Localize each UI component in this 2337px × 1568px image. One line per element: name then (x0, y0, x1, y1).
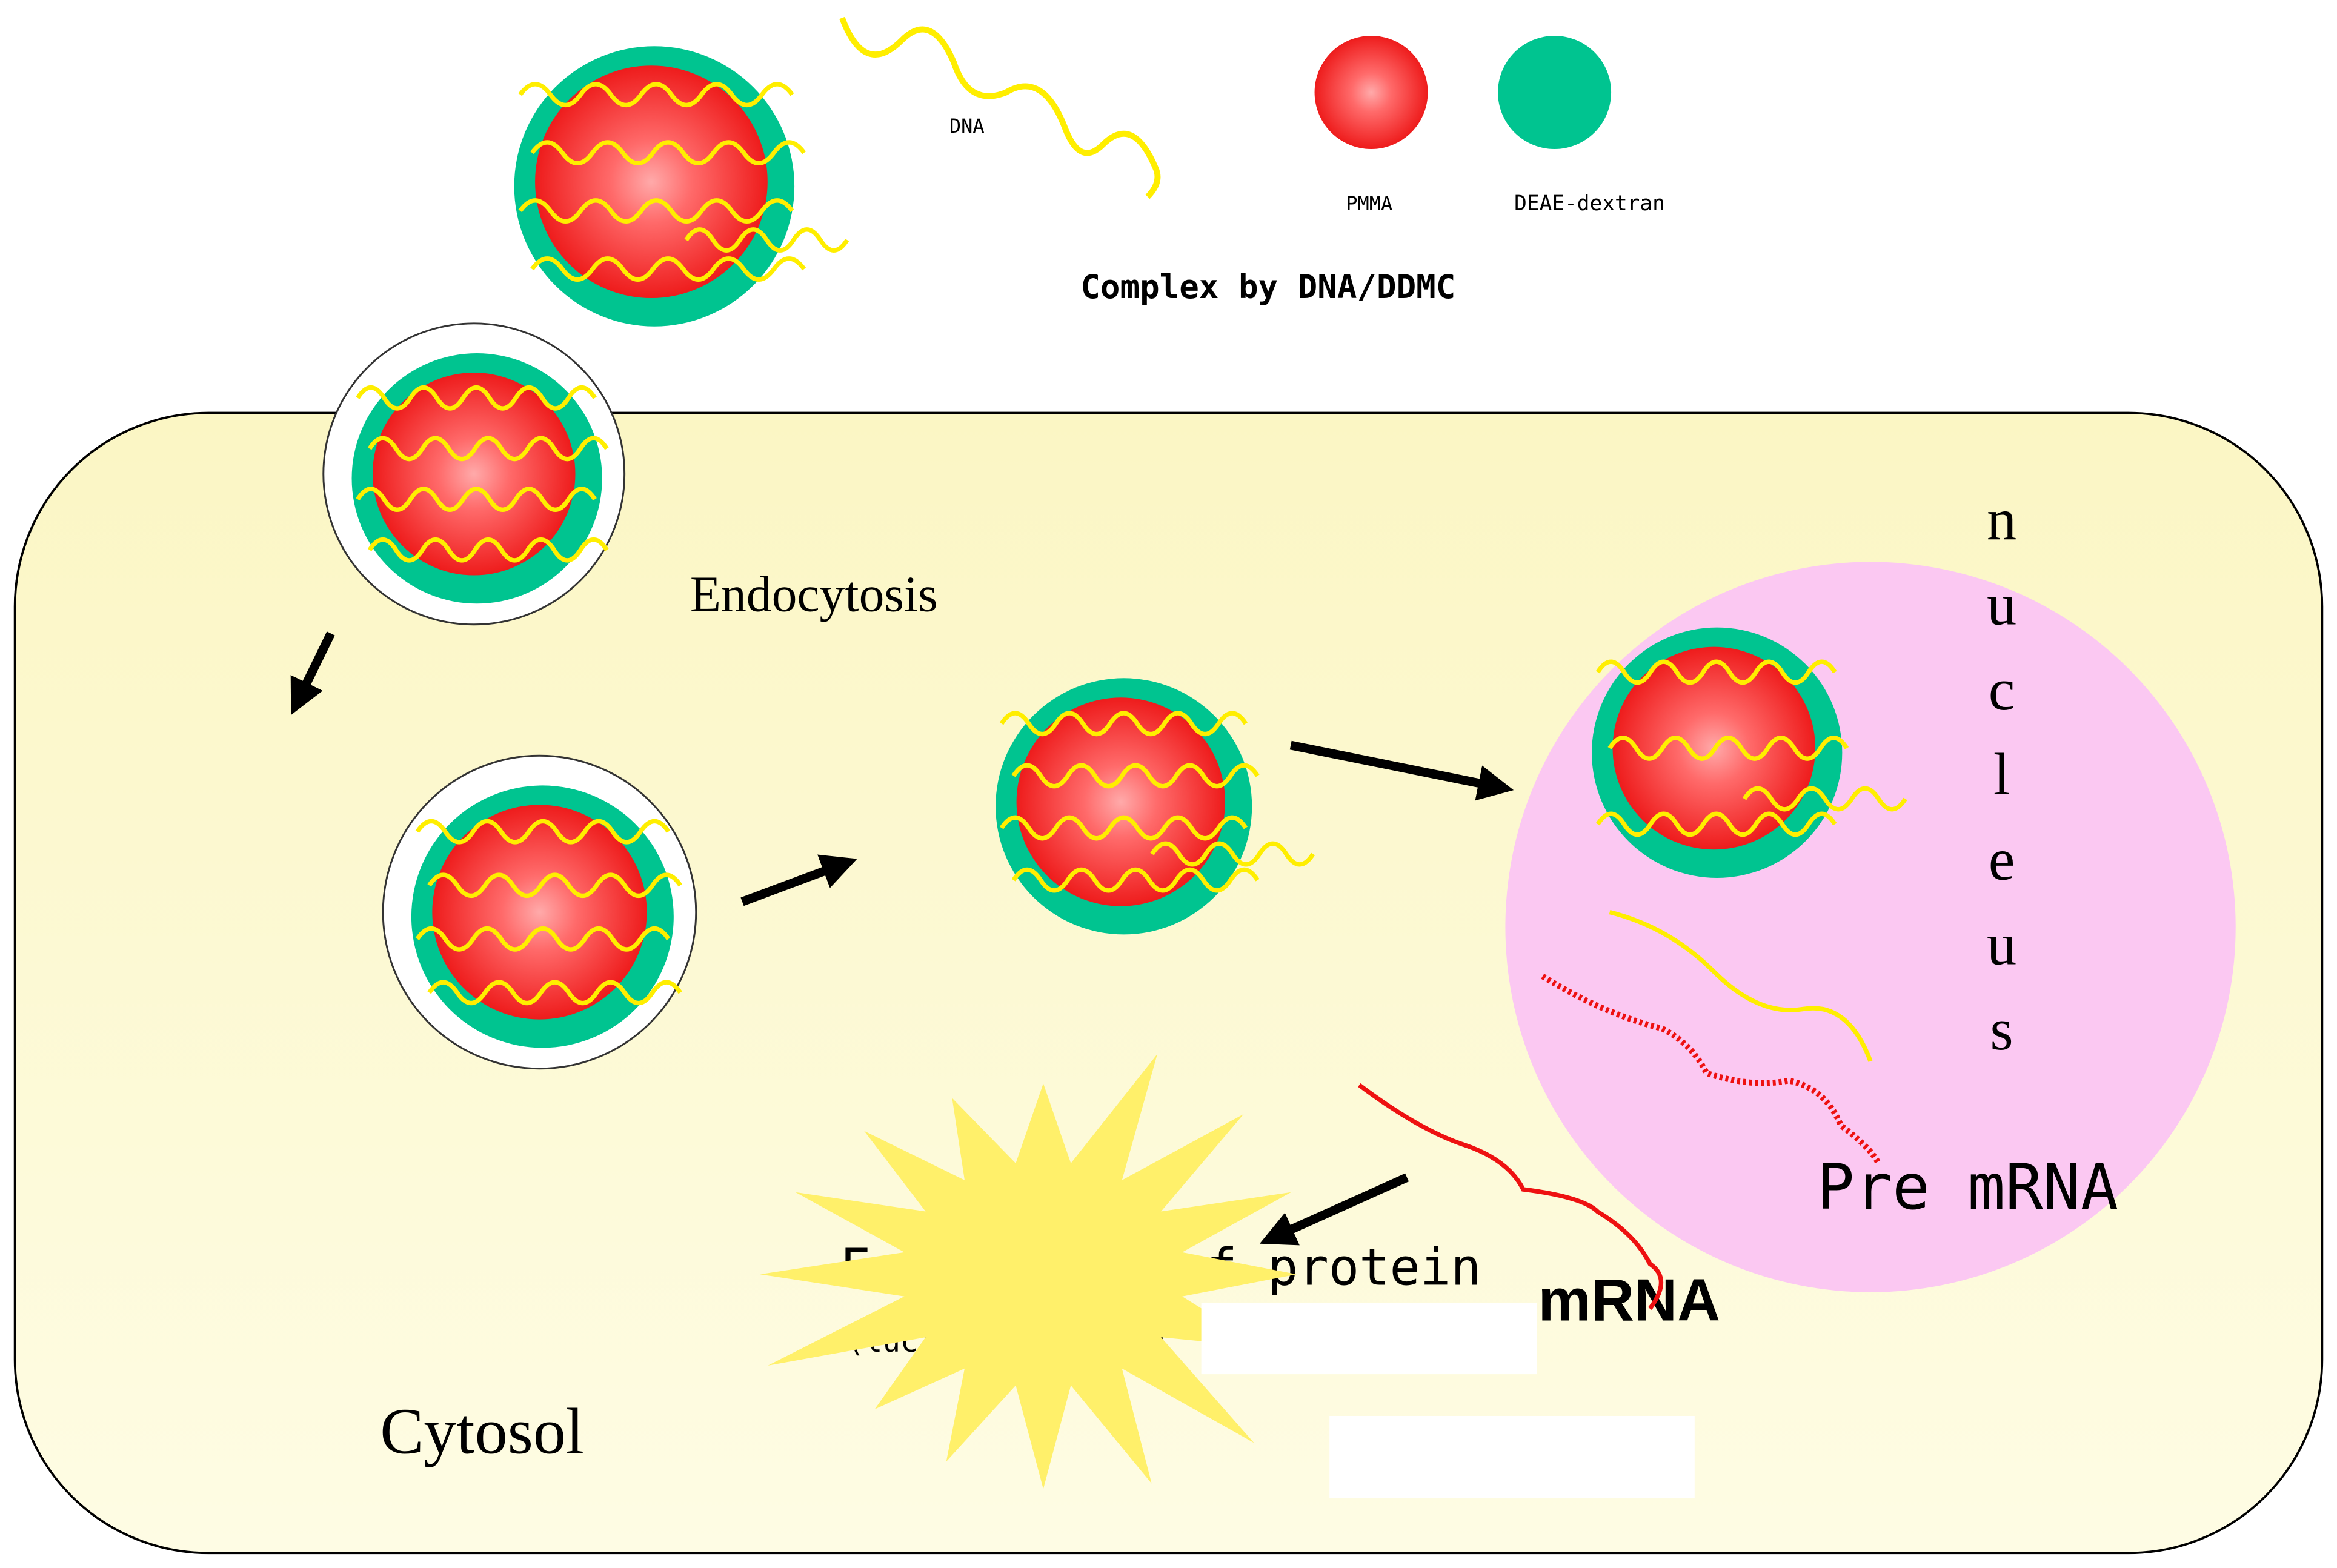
protein-expression-burst (760, 1054, 1297, 1489)
pmma-core (432, 805, 647, 1020)
dna-strand (1595, 811, 1837, 837)
dna-strand-tail (1150, 841, 1315, 867)
legend-pmma-ball (1314, 36, 1428, 149)
legend-deae-ball (1498, 36, 1612, 149)
nucleus-letter: u (1987, 572, 2016, 638)
nucleus-letter: s (1990, 997, 2013, 1063)
dna-strand (415, 819, 671, 845)
nucleus-letter: u (1987, 912, 2016, 978)
dna-strand (530, 256, 806, 282)
dna-strand-tail (1742, 786, 1907, 812)
dna-strand (427, 980, 682, 1006)
legend-dna-label: DNA (949, 115, 985, 138)
dna-strand (367, 436, 609, 462)
pre-mrna-label: Pre mRNA (1817, 1151, 2119, 1224)
dna-strand (530, 140, 806, 165)
dna-strand (356, 487, 597, 512)
label-patch (1329, 1416, 1695, 1498)
dna-strand (518, 198, 794, 224)
dna-strand (367, 537, 609, 563)
complex-entering (322, 322, 626, 626)
nucleus-letter: e (1989, 826, 2015, 892)
dna-strand (415, 926, 671, 952)
arrow-endocytosis-down (290, 631, 335, 716)
legend-dna-strand (839, 16, 1161, 199)
nucleus-letter: c (1989, 657, 2015, 723)
diagram-parts (290, 46, 1907, 1498)
dna-strand (356, 385, 597, 411)
arrow-to-expression (1259, 1173, 1409, 1246)
label-patch (1201, 1303, 1537, 1375)
complex-in-nucleus (1592, 627, 1907, 878)
complex-title: Complex by DNA/DDMC (1080, 268, 1455, 306)
endocytosis-label: Endocytosis (690, 566, 938, 623)
dna-strand (1595, 659, 1837, 685)
pmma-core (535, 65, 768, 299)
nucleus-letter: l (1993, 742, 2010, 808)
pmma-core (372, 373, 576, 576)
complex-released (996, 678, 1315, 935)
dna-strand (1011, 763, 1260, 789)
pmma-core (1016, 697, 1225, 906)
dna-strand (999, 711, 1248, 737)
arrow-to-nucleus (1289, 740, 1514, 801)
dna-strand (999, 815, 1248, 841)
nucleus-letter: n (1987, 487, 2016, 553)
dna-strand (427, 872, 682, 898)
dna-strand (518, 82, 794, 107)
complex-outside (514, 46, 849, 327)
dna-strand-tail (684, 227, 849, 253)
legend-deae-label: DEAE-dextran (1514, 191, 1665, 216)
nuclear-dna-strand (1609, 909, 1873, 1062)
dna-strand (1011, 867, 1260, 893)
dna-strand (1607, 736, 1849, 761)
complex-endosome (382, 754, 697, 1070)
mrna-label: mRNA (1538, 1267, 1721, 1334)
arrow-escape-endosome (740, 854, 857, 906)
mrna-strand (1358, 1083, 1664, 1311)
legend-pmma-label: PMMA (1346, 192, 1392, 215)
cytosol-label: Cytosol (380, 1395, 584, 1467)
